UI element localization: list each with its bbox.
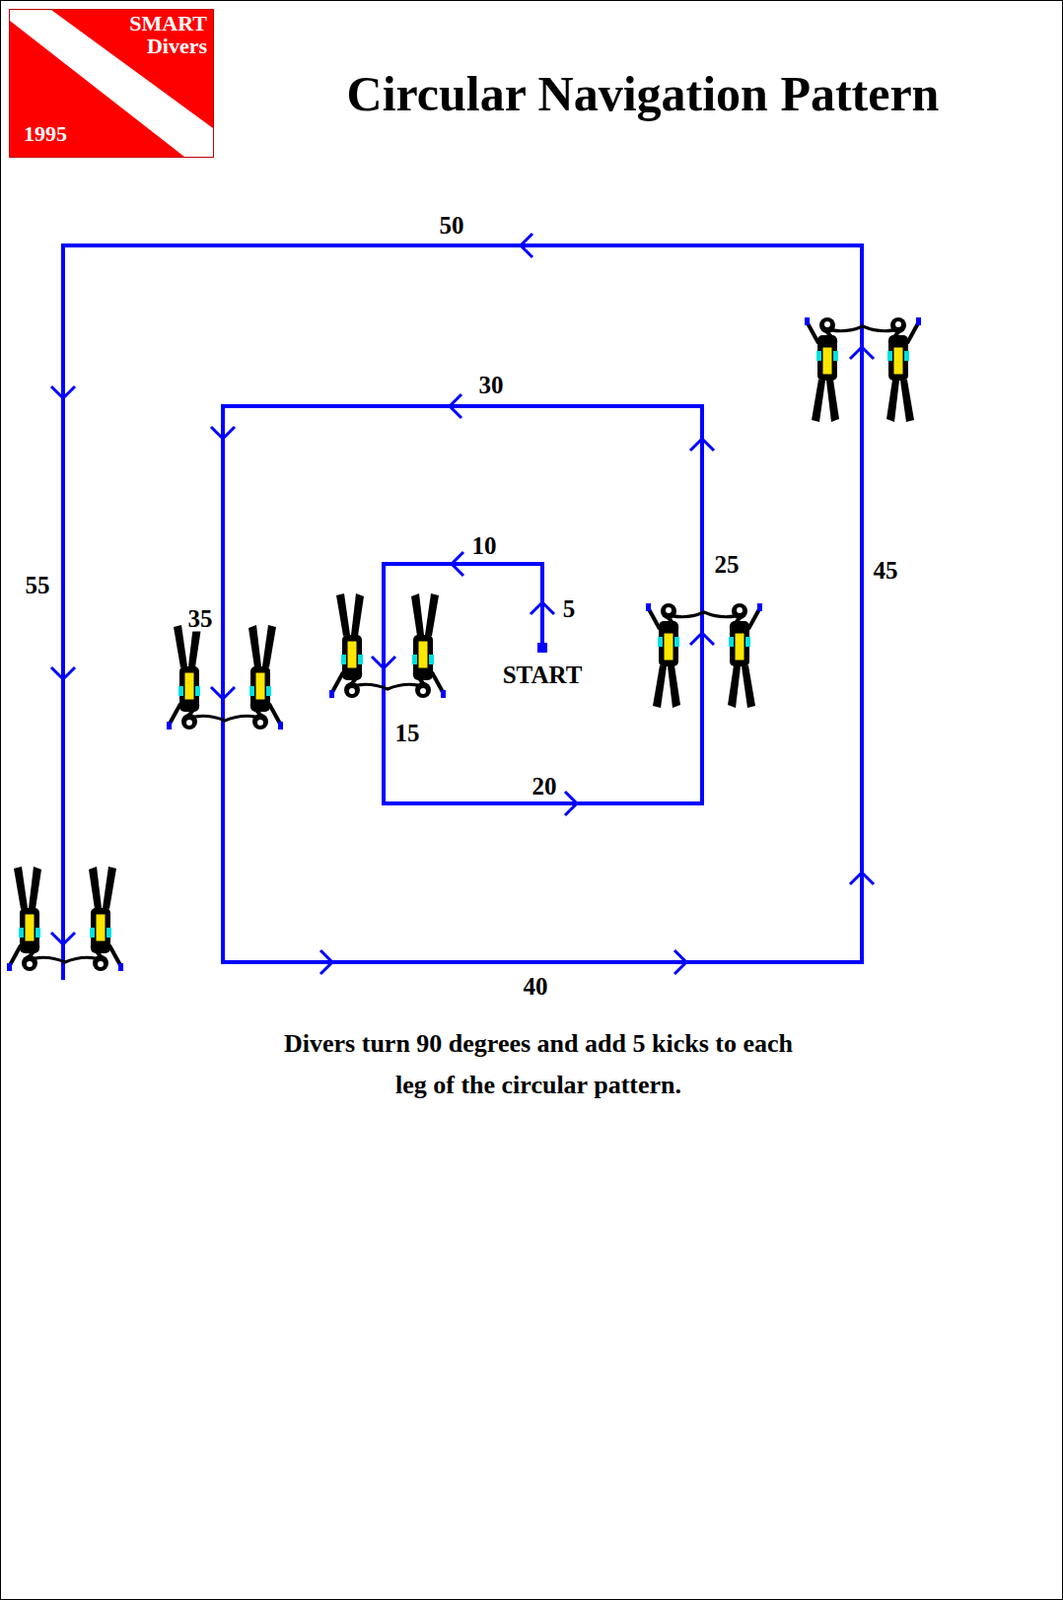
kick-count: 50 bbox=[437, 212, 467, 239]
kick-count: 35 bbox=[186, 605, 215, 633]
kick-count: 20 bbox=[530, 773, 560, 800]
start-label: START bbox=[500, 661, 585, 689]
kick-count: 15 bbox=[393, 719, 423, 747]
kick-count: 30 bbox=[477, 371, 506, 399]
diagram-title: Circular Navigation Pattern bbox=[347, 66, 940, 122]
kick-count: 10 bbox=[470, 532, 499, 560]
logo-year: 1995 bbox=[23, 122, 68, 145]
diagram-caption: Divers turn 90 degrees and add 5 kicks t… bbox=[282, 1023, 795, 1107]
logo-name: SMART Divers bbox=[108, 11, 208, 58]
kick-count: 40 bbox=[521, 973, 551, 1000]
kick-count: 5 bbox=[561, 595, 578, 623]
kick-count: 55 bbox=[23, 571, 53, 599]
logo-badge: SMART Divers 1995 bbox=[8, 8, 214, 158]
kick-count: 45 bbox=[871, 557, 901, 584]
kick-count: 25 bbox=[712, 551, 742, 578]
